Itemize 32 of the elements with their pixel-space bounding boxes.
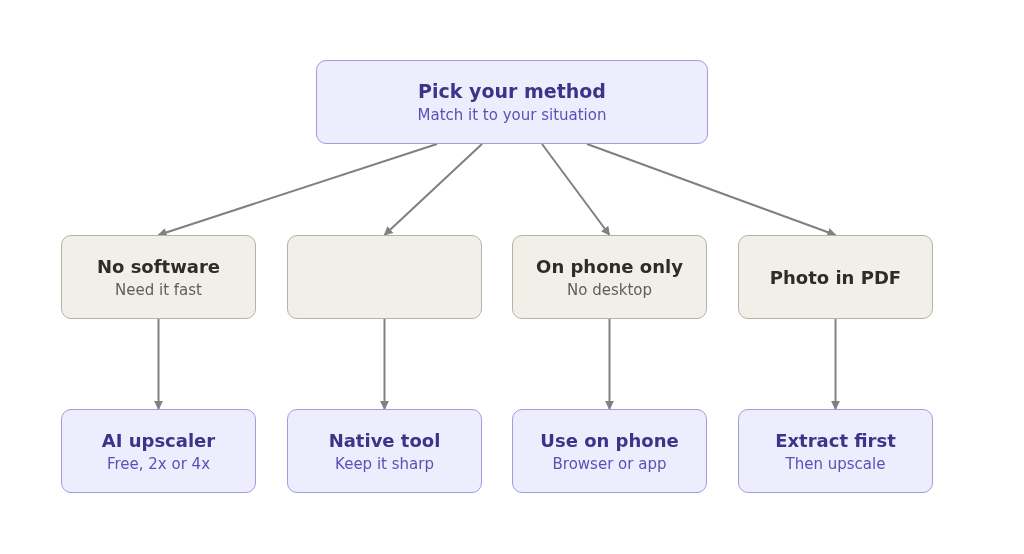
box-title: No software	[96, 255, 221, 277]
arrow	[154, 318, 163, 410]
box-subtitle: Keep it sharp	[335, 454, 434, 473]
result-box	[512, 409, 707, 493]
box-title: Pick your method	[418, 80, 606, 102]
arrow	[383, 143, 483, 236]
box-subtitle: Need it fast	[115, 280, 202, 299]
box-subtitle: No desktop	[567, 280, 652, 299]
box-title: On phone only	[536, 255, 683, 277]
box-subtitle: Match it to your situation	[417, 106, 607, 124]
arrow	[541, 143, 611, 236]
option-box	[287, 235, 482, 319]
box-subtitle: Browser or app	[552, 454, 667, 473]
result-box	[287, 409, 482, 493]
arrow	[586, 143, 837, 237]
box-title: Extract first	[775, 429, 896, 451]
result-box	[738, 409, 933, 493]
arrow	[157, 143, 438, 237]
result-box	[316, 60, 708, 144]
box-subtitle: Then upscale	[785, 454, 886, 473]
box-title: Use on phone	[540, 429, 679, 451]
box-title: Native tool	[328, 429, 441, 451]
option-box	[61, 235, 256, 319]
option-box	[512, 235, 707, 319]
result-box	[61, 409, 256, 493]
arrow	[831, 318, 840, 410]
arrow	[605, 318, 614, 410]
option-box	[738, 235, 933, 319]
box-title: AI upscaler	[101, 429, 216, 451]
box-title: Photo in PDF	[769, 266, 902, 288]
arrow	[380, 318, 389, 410]
box-subtitle: Free, 2x or 4x	[106, 454, 211, 473]
